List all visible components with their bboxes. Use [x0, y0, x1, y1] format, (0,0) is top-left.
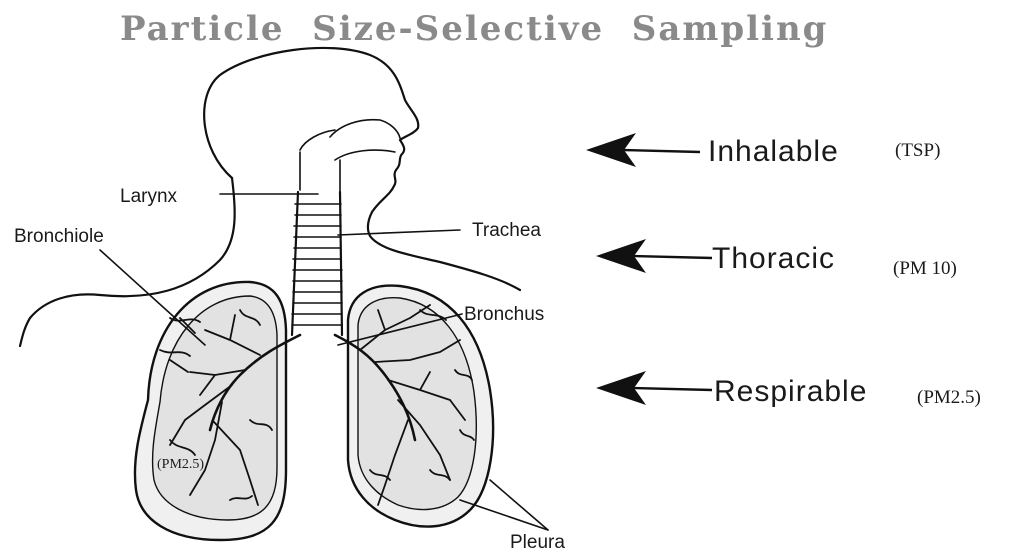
trachea — [292, 192, 342, 335]
respirable-label: Respirable — [714, 375, 867, 408]
larynx-label: Larynx — [120, 186, 178, 207]
thoracic-arrow-icon — [596, 239, 712, 273]
bronchus-label: Bronchus — [464, 304, 544, 325]
thoracic-pm-label: (PM 10) — [893, 258, 957, 279]
pleura-label: Pleura — [510, 532, 565, 550]
trachea-label: Trachea — [472, 220, 541, 241]
thoracic-label: Thoracic — [712, 242, 835, 275]
inhalable-pm-label: (TSP) — [895, 140, 940, 161]
left-lung — [135, 282, 286, 540]
lung-pm-label: (PM2.5) — [157, 457, 204, 472]
inhalable-arrow-icon — [586, 133, 700, 167]
inhalable-label: Inhalable — [708, 135, 839, 168]
respirable-pm-label: (PM2.5) — [917, 387, 981, 408]
bronchiole-label: Bronchiole — [14, 226, 104, 247]
respirable-arrow-icon — [596, 371, 712, 405]
diagram-title: Particle Size-Selective Sampling — [120, 9, 828, 49]
